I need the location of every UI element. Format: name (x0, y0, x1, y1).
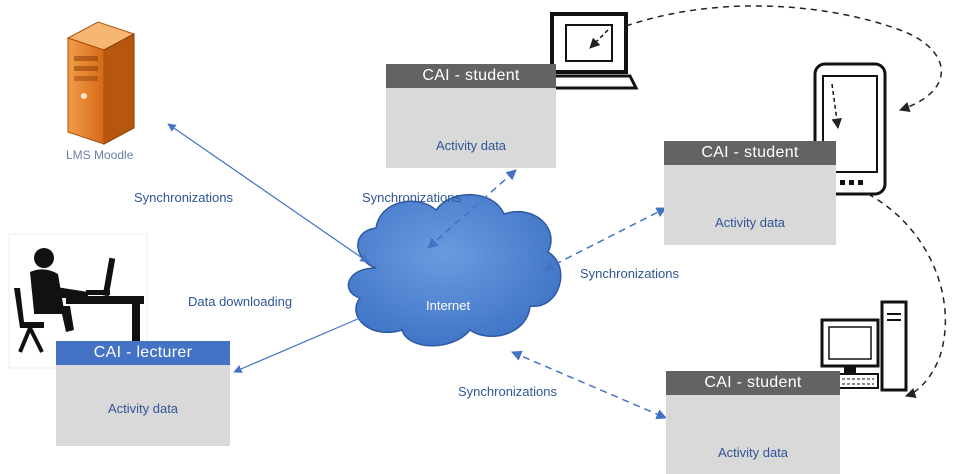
laptop-icon (539, 12, 639, 90)
lms-label: LMS Moodle (66, 148, 134, 162)
lecturer-header: CAI - lecturer (56, 341, 230, 365)
server-icon (66, 21, 136, 145)
edge-internet-student-top (427, 169, 517, 249)
lecturer-box: CAI - lecturer Activity data (56, 341, 230, 446)
student-top-activity: Activity data (435, 138, 507, 153)
desktop-computer-icon (820, 300, 908, 392)
top-sync-label: Synchronizations (362, 190, 461, 205)
edge-internet-lecturer (233, 317, 361, 373)
edge-internet-student-mid (543, 207, 667, 271)
download-label: Data downloading (188, 294, 293, 309)
device-sync-arrow-top (625, 5, 943, 112)
student-mid-header: CAI - student (664, 141, 836, 165)
edge-lms-internet (167, 123, 369, 263)
student-bottom-box: CAI - student Activity data (666, 371, 840, 474)
student-top-header: CAI - student (386, 64, 556, 88)
student-mid-box: CAI - student Activity data (664, 141, 836, 245)
mid-sync-label: Synchronizations (580, 266, 679, 281)
edge-internet-student-bottom (511, 350, 667, 420)
device-sync-arrow-bottom (867, 193, 947, 398)
lms-sync-label: Synchronizations (134, 190, 233, 205)
internet-label: Internet (426, 298, 471, 313)
student-top-box: CAI - student Activity data (386, 64, 556, 168)
student-bottom-activity: Activity data (717, 445, 789, 460)
lecturer-activity: Activity data (107, 401, 179, 416)
student-bottom-header: CAI - student (666, 371, 840, 395)
cloud-icon (347, 194, 562, 347)
bottom-sync-label: Synchronizations (458, 384, 557, 399)
student-mid-activity: Activity data (714, 215, 786, 230)
